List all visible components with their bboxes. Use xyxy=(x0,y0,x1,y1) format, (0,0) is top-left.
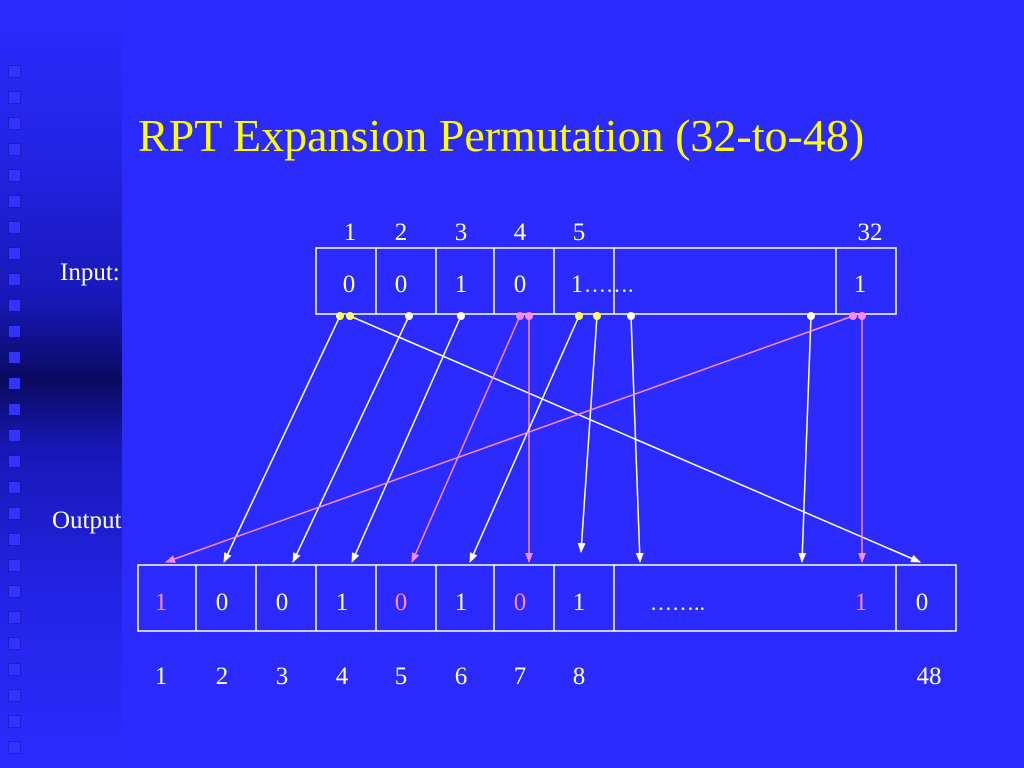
strip-square xyxy=(9,352,20,363)
output-register xyxy=(137,564,957,632)
output-position: 8 xyxy=(573,663,586,690)
input-bit-values: 0 0 1 0 1 1 ……. xyxy=(343,271,867,298)
output-bit: 1 xyxy=(855,589,868,616)
strip-square xyxy=(9,664,20,675)
strip-square xyxy=(9,118,20,129)
strip-square xyxy=(9,508,20,519)
strip-square xyxy=(9,378,20,389)
output-bit: 1 xyxy=(336,589,349,616)
input-bit: 0 xyxy=(395,271,408,298)
input-register xyxy=(315,247,897,315)
strip-square xyxy=(9,586,20,597)
strip-square xyxy=(9,196,20,207)
output-position: 7 xyxy=(514,663,527,690)
strip-square xyxy=(9,612,20,623)
strip-square xyxy=(9,144,20,155)
input-bit: 0 xyxy=(343,271,356,298)
strip-square xyxy=(9,300,20,311)
arrow-in31-out-mid2 xyxy=(798,315,812,563)
input-position: 4 xyxy=(514,219,527,246)
input-position: 2 xyxy=(395,219,408,246)
strip-square xyxy=(9,482,20,493)
strip-square xyxy=(9,274,20,285)
output-bit: 0 xyxy=(276,589,289,616)
output-position: 6 xyxy=(455,663,468,690)
output-label: Output xyxy=(52,507,122,534)
output-position-numbers: 1 2 3 4 5 6 7 8 48 xyxy=(155,663,942,690)
output-bit-values: 1 0 0 1 0 1 0 1 1 0 …….. xyxy=(155,589,929,616)
input-bit: 1 xyxy=(571,271,584,298)
arrow-in3-out4 xyxy=(351,315,462,563)
output-position: 48 xyxy=(917,663,942,690)
strip-square xyxy=(9,690,20,701)
input-label: Input: xyxy=(60,259,120,286)
input-ellipsis: ……. xyxy=(584,272,634,297)
output-position: 4 xyxy=(336,663,349,690)
input-position: 32 xyxy=(858,219,883,246)
arrow-in6-out8 xyxy=(577,315,598,553)
strip-square xyxy=(9,248,20,259)
output-bit: 0 xyxy=(916,589,929,616)
output-bit: 0 xyxy=(395,589,408,616)
output-position: 2 xyxy=(216,663,229,690)
strip-square xyxy=(9,560,20,571)
output-bit: 1 xyxy=(455,589,468,616)
output-bit: 1 xyxy=(573,589,586,616)
output-position: 5 xyxy=(395,663,408,690)
strip-square xyxy=(9,456,20,467)
input-bit: 1 xyxy=(854,271,867,298)
arrow-in1-out2 xyxy=(223,315,341,563)
output-bit: 1 xyxy=(155,589,168,616)
slide-title: RPT Expansion Permutation (32-to-48) xyxy=(138,110,865,161)
arrow-in5-out6 xyxy=(469,315,580,563)
strip-square xyxy=(9,326,20,337)
input-position-numbers: 1 2 3 4 5 32 xyxy=(344,219,883,246)
output-register-frame xyxy=(137,564,957,632)
decorative-side-strip xyxy=(0,0,122,768)
strip-square xyxy=(9,430,20,441)
strip-square xyxy=(9,638,20,649)
strip-square xyxy=(9,66,20,77)
source-dots xyxy=(336,312,866,320)
input-position: 5 xyxy=(573,219,586,246)
strip-square xyxy=(9,534,20,545)
output-bit: 0 xyxy=(216,589,229,616)
input-bit: 0 xyxy=(514,271,527,298)
strip-square xyxy=(9,404,20,415)
arrow-in2-out3 xyxy=(292,315,410,563)
strip-square xyxy=(9,222,20,233)
output-bit: 0 xyxy=(514,589,527,616)
input-position: 3 xyxy=(455,219,468,246)
arrow-in32-out1 xyxy=(165,315,854,563)
output-position: 1 xyxy=(155,663,168,690)
output-position: 3 xyxy=(276,663,289,690)
strip-square xyxy=(9,742,20,753)
input-position: 1 xyxy=(344,219,357,246)
input-register-frame xyxy=(315,247,897,315)
strip-square xyxy=(9,716,20,727)
permutation-arrows xyxy=(165,315,921,563)
arrow-in4-out5 xyxy=(411,315,521,563)
input-bit: 1 xyxy=(455,271,468,298)
strip-square xyxy=(9,92,20,103)
output-ellipsis: …….. xyxy=(650,590,705,615)
strip-square xyxy=(9,170,20,181)
arrow-in-mid-out-mid1 xyxy=(630,315,644,563)
